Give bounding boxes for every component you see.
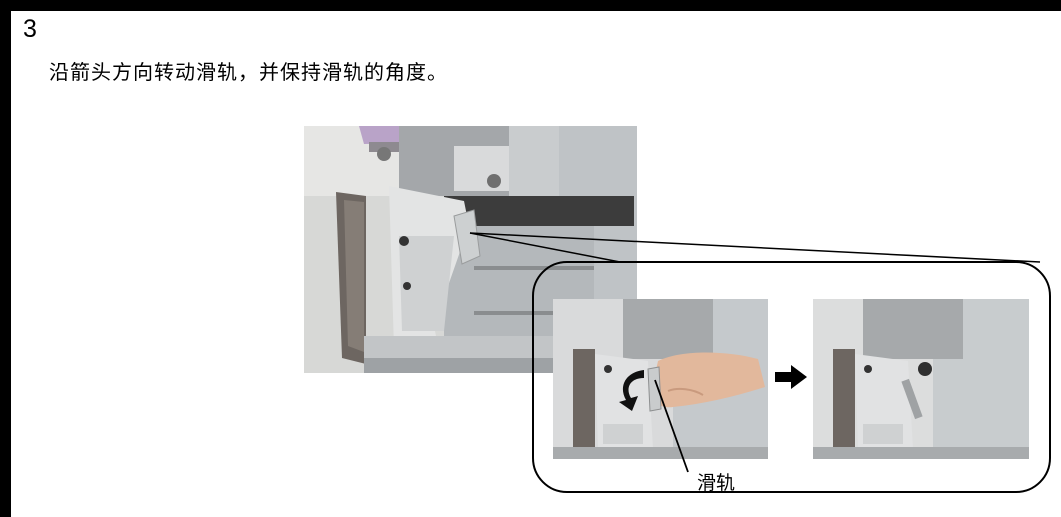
guide-rail-label: 滑轨	[697, 472, 736, 494]
detail-photo-hand	[553, 299, 768, 459]
top-border	[0, 0, 1061, 11]
step-number: 3	[23, 15, 37, 43]
left-border	[0, 0, 11, 517]
detail-photo-result	[813, 299, 1029, 459]
step-instruction: 沿箭头方向转动滑轨，并保持滑轨的角度。	[49, 60, 448, 84]
right-arrow-icon	[775, 365, 807, 389]
curved-arrow-icon	[619, 370, 644, 411]
